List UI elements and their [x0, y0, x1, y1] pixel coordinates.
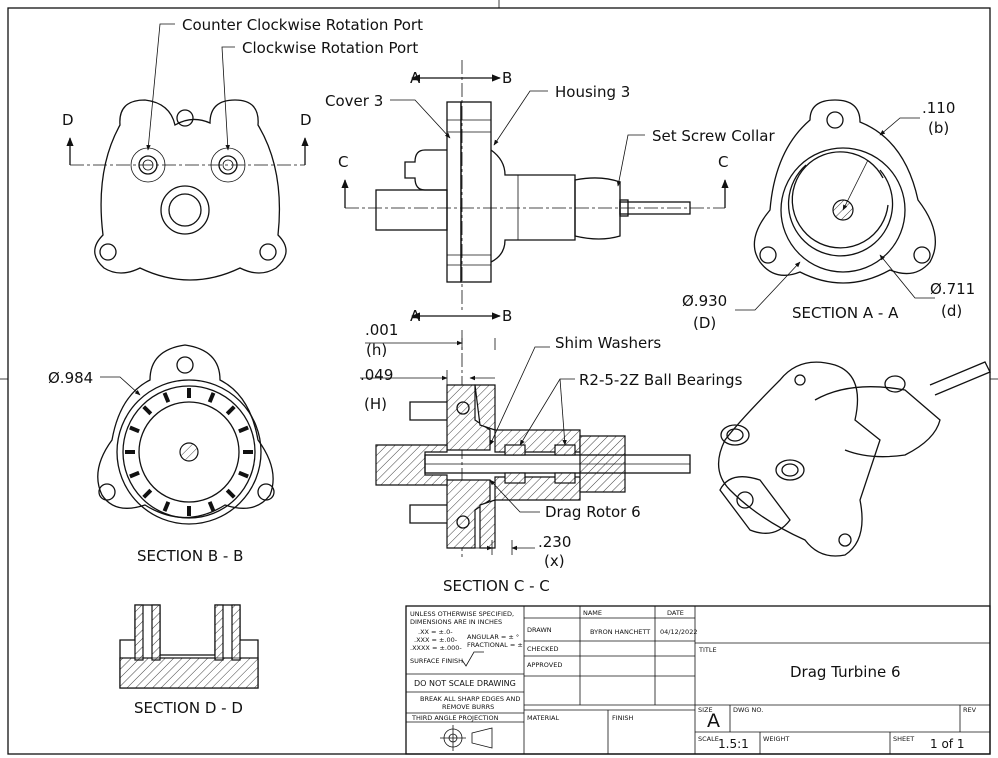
shim-washers-label: Shim Washers [555, 334, 661, 352]
dim-930: Ø.930 [682, 292, 727, 310]
title-block: UNLESS OTHERWISE SPECIFIED, DIMENSIONS A… [405, 605, 991, 755]
tb-dwg-no-lbl: DWG NO. [733, 706, 763, 714]
dim-984: Ø.984 [48, 369, 93, 387]
dim-110-tag: (b) [928, 119, 949, 137]
rotor-blade [129, 425, 140, 434]
tb-surface-finish: SURFACE FINISH [410, 657, 463, 665]
cw-port-label: Clockwise Rotation Port [242, 39, 418, 57]
third-angle-projection-symbol [440, 725, 493, 751]
rotor-blade [142, 405, 153, 416]
rotor-blade [162, 392, 171, 403]
housing-label: Housing 3 [555, 83, 630, 101]
section-letter-d-left: D [62, 111, 74, 129]
tb-scale: 1.5:1 [718, 737, 749, 751]
tb-sheet: 1 of 1 [930, 737, 964, 751]
tb-size: A [707, 710, 720, 732]
tb-projection: THIRD ANGLE PROJECTION [411, 714, 499, 722]
dim-049-tag: (H) [364, 395, 387, 413]
dim-930-tag: (D) [693, 314, 716, 332]
tb-notes-2: DIMENSIONS ARE IN INCHES [410, 618, 502, 626]
rotor-blade [207, 501, 216, 512]
tb-do-not-scale: DO NOT SCALE DRAWING [414, 679, 516, 688]
ball-bearings-label: R2-5-2Z Ball Bearings [579, 371, 743, 389]
tb-tol-3: .XXXX = ±.000- [410, 644, 462, 652]
section-dd-title: SECTION D - D [134, 699, 243, 717]
section-letter-c-left: C [338, 153, 348, 171]
section-cc-title: SECTION C - C [443, 577, 550, 595]
tb-scale-lbl: SCALE [698, 735, 719, 743]
tb-checked: CHECKED [527, 645, 558, 653]
tb-drawn-name: BYRON HANCHETT [590, 628, 650, 636]
tb-approved: APPROVED [527, 661, 562, 669]
tb-finish: FINISH [612, 714, 634, 722]
dim-711-tag: (d) [941, 302, 962, 320]
tb-tol-2: .XXX = ±.00- [414, 636, 458, 644]
section-letter-b-mid: B [502, 307, 512, 325]
ccw-port-label: Counter Clockwise Rotation Port [182, 16, 423, 34]
rotor-blade [129, 470, 140, 479]
section-bb-title: SECTION B - B [137, 547, 243, 565]
dim-711: Ø.711 [930, 280, 975, 298]
section-aa-title: SECTION A - A [792, 304, 899, 322]
dim-049: .049 [360, 366, 393, 384]
section-d-view: SECTION D - D [119, 604, 259, 717]
tb-size-lbl: SIZE [698, 706, 713, 714]
section-letter-a-mid: A [410, 307, 421, 325]
tb-name-hdr: NAME [583, 609, 602, 617]
drag-rotor-label: Drag Rotor 6 [545, 503, 641, 521]
tb-rev-lbl: REV [963, 706, 977, 714]
section-a-view: .110 (b) Ø.930 (D) Ø.711 (d) SECTION A -… [682, 99, 975, 332]
cover-label: Cover 3 [325, 92, 383, 110]
surface-finish-symbol [461, 651, 484, 667]
tb-material: MATERIAL [527, 714, 560, 722]
section-letter-d-right: D [300, 111, 312, 129]
tb-date-hdr: DATE [667, 609, 684, 617]
tb-sheet-lbl: SHEET [893, 735, 914, 743]
rotor-blade [225, 488, 236, 499]
tb-angular: ANGULAR = ± ° [467, 633, 519, 641]
section-letter-a-top: A [410, 69, 421, 87]
section-c-view: A B .001 (h) .049 [360, 307, 743, 595]
rotor-blade [207, 392, 216, 403]
dim-001: .001 [365, 321, 398, 339]
dim-230: .230 [538, 533, 571, 551]
section-letter-c-right: C [718, 153, 728, 171]
tb-fractional: FRACTIONAL = ± [467, 641, 523, 649]
tb-break-edges-2: REMOVE BURRS [442, 703, 494, 711]
tb-notes-1: UNLESS OTHERWISE SPECIFIED, [410, 610, 514, 618]
drawing-title: Drag Turbine 6 [790, 663, 901, 681]
isometric-view [718, 361, 991, 557]
tb-weight-lbl: WEIGHT [763, 735, 789, 743]
rotor-blade [162, 501, 171, 512]
set-screw-collar-label: Set Screw Collar [652, 127, 775, 145]
rotor-blade [238, 425, 249, 434]
dim-230-tag: (x) [544, 552, 565, 570]
dim-110: .110 [922, 99, 955, 117]
rotor-blade [142, 488, 153, 499]
tb-break-edges-1: BREAK ALL SHARP EDGES AND [420, 695, 520, 703]
side-view: A B C C Cover 3 Housing 3 Set Screw Coll… [325, 60, 775, 310]
rotor-blade [238, 470, 249, 479]
tb-tol-1: .XX = ±.0- [418, 628, 453, 636]
section-letter-b-top: B [502, 69, 512, 87]
tb-title-lbl: TITLE [698, 646, 717, 654]
front-view: D D Counter Clockwise Rotation Port Cloc… [62, 16, 423, 281]
dim-001-tag: (h) [366, 341, 387, 359]
tb-drawn: DRAWN [527, 626, 552, 634]
section-b-view: Ø.984 SECTION B - B [48, 344, 275, 565]
rotor-blade [225, 405, 236, 416]
rotor-blades [125, 388, 253, 516]
tb-drawn-date: 04/12/2022 [660, 628, 697, 636]
